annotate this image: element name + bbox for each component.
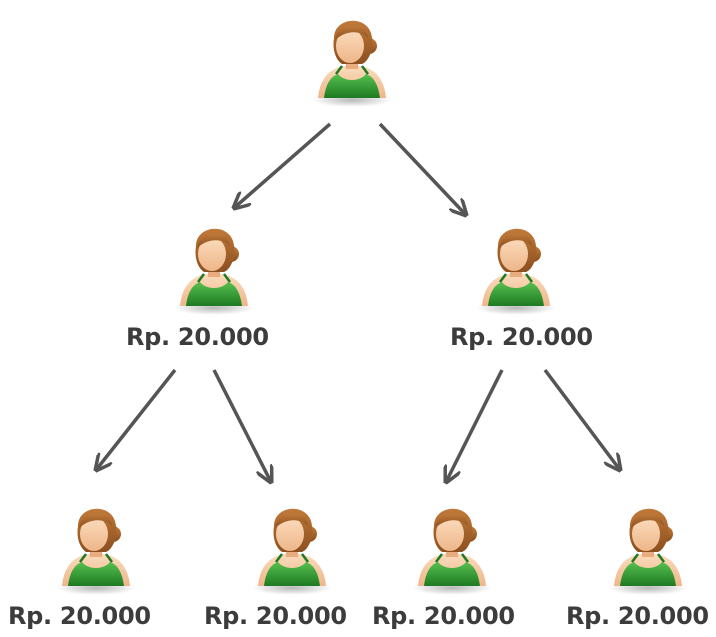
arrow-right-to-child-4 (543, 368, 620, 470)
woman-person-icon-l2-4 (606, 507, 690, 597)
node-label-l2-4: Rp. 20.000 (566, 602, 709, 630)
woman-person-icon-root (310, 19, 394, 109)
arrow-right-to-child-3 (446, 369, 504, 482)
node-label-l2-3: Rp. 20.000 (372, 602, 515, 630)
arrows-level-1 (234, 122, 466, 215)
arrows-level-2 (96, 368, 620, 482)
woman-person-icon-l2-2 (250, 507, 334, 597)
node-label-l1-left: Rp. 20.000 (126, 323, 269, 351)
woman-person-icon-l1-left (172, 227, 256, 317)
woman-person-icon-l2-1 (54, 507, 138, 597)
arrow-left-to-child-1 (96, 368, 177, 470)
arrow-left-to-child-2 (212, 369, 271, 482)
woman-person-icon-l2-3 (410, 507, 494, 597)
arrow-root-to-right (378, 122, 466, 215)
arrow-root-to-left (234, 122, 332, 208)
node-label-l2-1: Rp. 20.000 (8, 602, 151, 630)
node-label-l2-2: Rp. 20.000 (204, 602, 347, 630)
woman-person-icon-l1-right (474, 227, 558, 317)
node-label-l1-right: Rp. 20.000 (450, 323, 593, 351)
